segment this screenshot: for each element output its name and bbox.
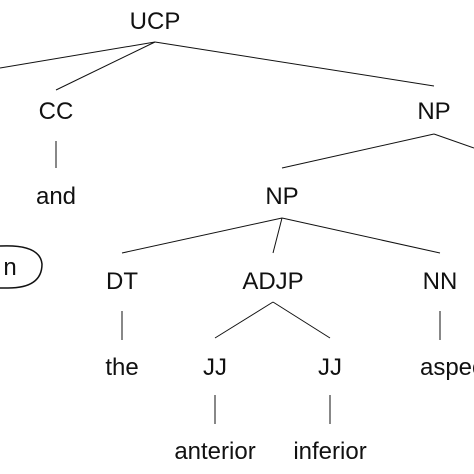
node-np-top: NP bbox=[417, 98, 451, 125]
node-np: NP bbox=[265, 183, 299, 210]
node-jj-2: JJ bbox=[318, 354, 342, 381]
edge-np-adjp bbox=[272, 217, 283, 254]
edge-ucp-offscreen-left bbox=[0, 41, 156, 69]
edge-nptop-np bbox=[281, 133, 435, 169]
node-cc: CC bbox=[38, 98, 74, 125]
leaf-the: the bbox=[105, 354, 139, 381]
node-adjp: ADJP bbox=[242, 268, 304, 295]
edge-adjp-jj1 bbox=[214, 301, 274, 339]
leaf-anterior: anterior bbox=[174, 438, 256, 465]
leaf-cut-left: n bbox=[3, 254, 17, 281]
node-jj-1: JJ bbox=[203, 354, 227, 381]
edge-nptop-offscreen-right bbox=[433, 133, 474, 149]
edge-np-nn bbox=[281, 217, 441, 254]
edge-ucp-np-top bbox=[154, 41, 435, 87]
leaf-aspect: aspec bbox=[419, 354, 474, 381]
leaf-inferior: inferior bbox=[293, 438, 367, 465]
node-nn: NN bbox=[422, 268, 458, 295]
edge-np-dt bbox=[121, 217, 283, 254]
highlight-circle bbox=[0, 245, 43, 289]
edge-ucp-cc bbox=[55, 41, 156, 91]
edge-adjp-jj2 bbox=[272, 301, 331, 339]
leaf-and: and bbox=[35, 183, 77, 210]
node-dt: DT bbox=[106, 268, 138, 295]
node-ucp: UCP bbox=[129, 8, 181, 35]
